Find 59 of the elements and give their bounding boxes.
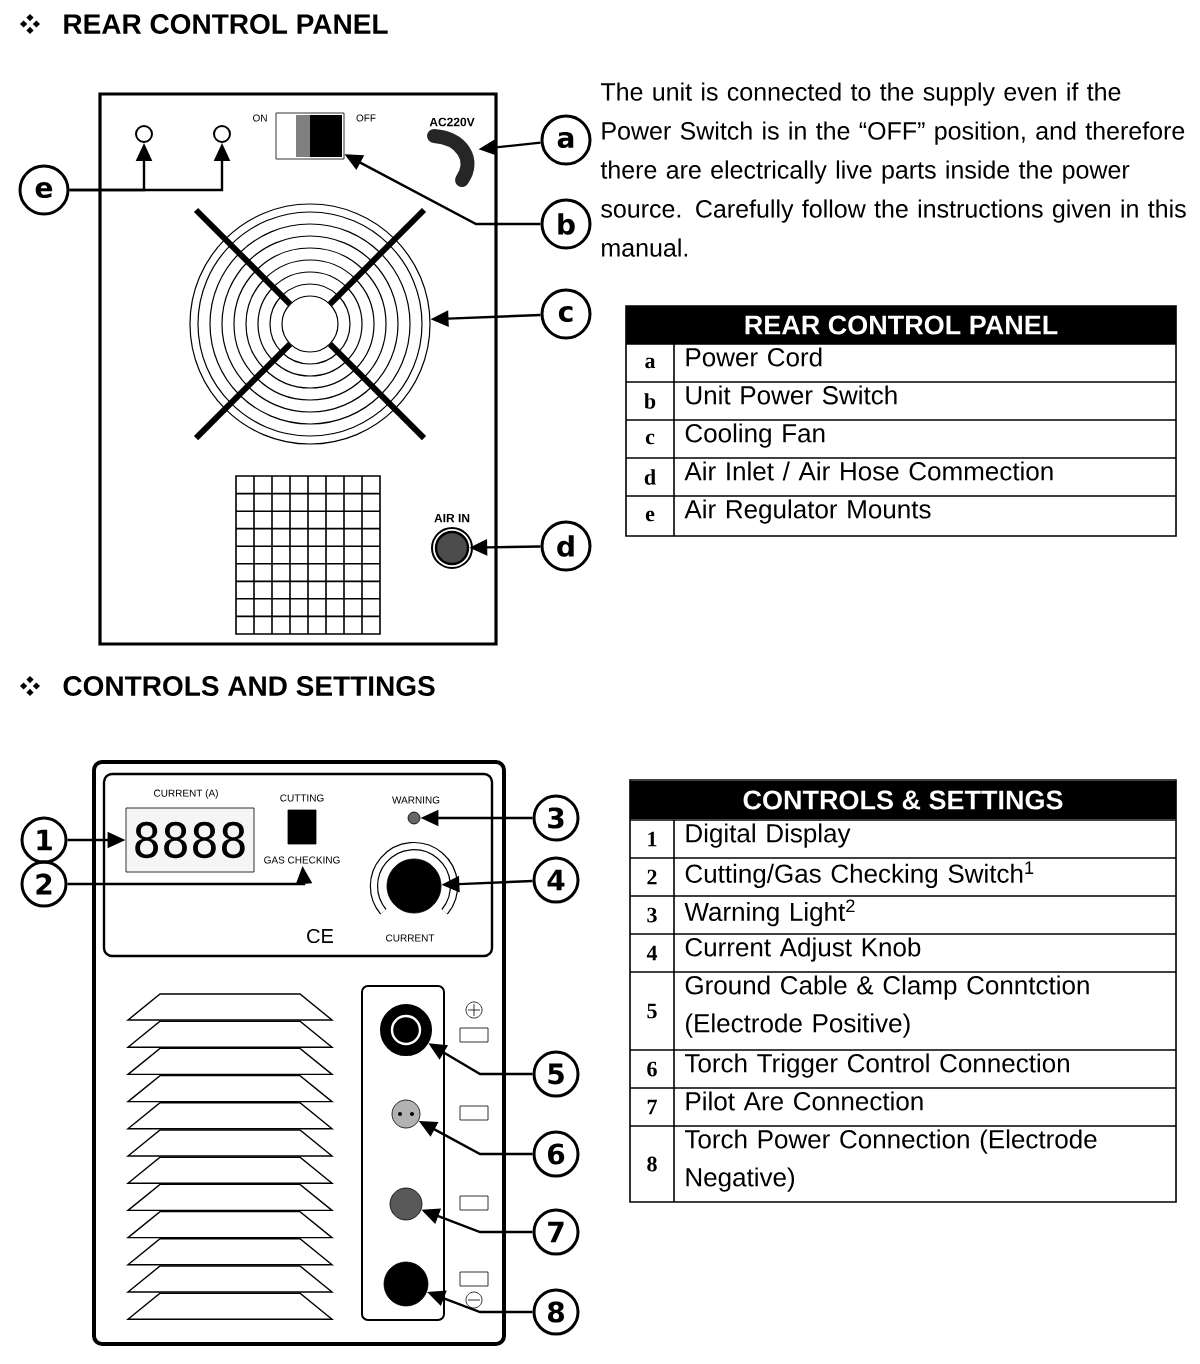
section-heading: REAR CONTROL PANEL: [64, 14, 388, 34]
power-switch: [275, 112, 345, 160]
air-inlet: [431, 527, 473, 569]
callout-number: 5: [532, 1050, 580, 1098]
table-cell: Warning Light$^{2}$: [684, 899, 855, 927]
callout-number: 1: [20, 816, 68, 864]
table-cell: 1: [648, 831, 657, 847]
callout-number: 3: [532, 794, 580, 842]
table-cell: Power Cord: [686, 347, 822, 367]
callout-number: 8: [532, 1288, 580, 1336]
table-cell: Pilot Are Connection: [686, 1091, 923, 1111]
table-cell: 7: [647, 1099, 657, 1115]
callout-letter: e: [18, 164, 70, 216]
output-socket: [380, 1004, 432, 1056]
table-cell: Air Regulator Mounts: [684, 499, 931, 524]
table-cell: 4: [646, 945, 658, 961]
table-header: REAR CONTROL PANEL: [626, 306, 1176, 344]
table-cell: 5: [647, 1003, 657, 1019]
table-cell: a: [645, 357, 656, 369]
table-cell: Digital Display: [686, 823, 851, 848]
regulator-mount: [135, 125, 153, 143]
callout-letter: a: [540, 114, 592, 166]
warning-light: [407, 811, 421, 825]
callout-number: 2: [20, 860, 68, 908]
table-cell: Ground Cable & Clamp Conntction (Electrode Positive): [685, 975, 1089, 1038]
cooling-fan: [189, 203, 431, 445]
output-socket: [389, 1187, 423, 1221]
table-cell: Current Adjust Knob: [685, 937, 921, 962]
display-digits: 8888: [135, 821, 245, 859]
table-cell: Torch Power Connection (Electrode Negative): [685, 1129, 1097, 1192]
table-cell: 3: [647, 907, 657, 923]
callout-number: 4: [532, 856, 580, 904]
table-cell: b: [644, 393, 656, 409]
current-knob: [386, 858, 442, 914]
table-cell: 2: [647, 869, 657, 885]
digital-display: [125, 807, 255, 873]
table-cell: 8: [647, 1156, 657, 1172]
warning-note: The unit is connected to the supply even if the Power Switch is in the “OFF” position, and therefore there are electrically live parts inside the power source. Carefully follow the instructions given in this manual.: [600, 82, 1186, 257]
callout-letter: b: [540, 198, 592, 250]
section-heading: CONTROLS AND SETTINGS: [63, 676, 435, 696]
callout-number: 6: [532, 1130, 580, 1178]
table-cell: c: [645, 433, 655, 445]
output-socket: [383, 1261, 429, 1307]
callout-number: 7: [532, 1208, 580, 1256]
callout-letter: d: [540, 520, 592, 572]
table-cell: Cutting/Gas Checking Switch$^{1}$: [685, 861, 1034, 889]
table-cell: d: [644, 469, 656, 485]
table-cell: e: [645, 510, 655, 522]
table-cell: Cooling Fan: [685, 423, 825, 448]
output-socket: [391, 1099, 421, 1129]
regulator-mount: [213, 125, 231, 143]
table-cell: Torch Trigger Control Connection: [685, 1053, 1069, 1078]
table-cell: 6: [647, 1061, 657, 1077]
ce-mark: CE: [307, 928, 334, 944]
table-cell: Air Inlet / Air Hose Commection: [684, 461, 1053, 481]
power-cord: [427, 129, 475, 187]
callout-letter: c: [540, 288, 592, 340]
table-header: CONTROLS & SETTINGS: [630, 781, 1176, 819]
table-cell: Unit Power Switch: [686, 385, 897, 405]
